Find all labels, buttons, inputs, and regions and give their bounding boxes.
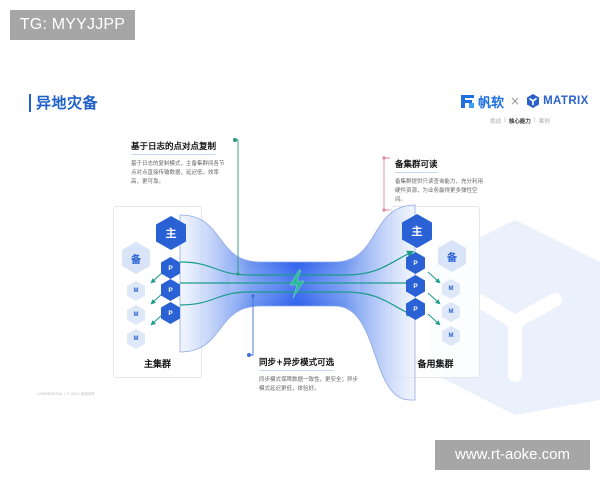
- primary-cluster-m-node: M: [127, 305, 145, 325]
- subnav-divider: |: [504, 117, 506, 123]
- primary-cluster-master-node: 主: [156, 216, 186, 250]
- footer-confidential-note: CONFIDENTIAL | © 2021 帆软软件: [37, 392, 95, 396]
- callout-log-replication: 基于日志的点对点复制 基于日志的复制模式，主备集群间各节点对点直接传输数据，延迟…: [131, 134, 227, 187]
- callout-title: 同步+异步模式可选: [259, 356, 335, 371]
- fanruan-logo-icon: [461, 94, 474, 108]
- title-accent-bar: [29, 93, 31, 112]
- brand-logos: 帆软 × MATRIX: [460, 91, 589, 111]
- callout-body: 备集群提供只读查询能力，充分利用硬件资源，为业务赢得更多弹性空间。: [395, 179, 484, 203]
- primary-cluster-m-node: M: [127, 281, 145, 301]
- connector-log-replication: [233, 138, 240, 276]
- watermark-top: TG: MYYJJPP: [10, 10, 135, 40]
- primary-cluster-p-node: P: [161, 257, 180, 279]
- primary-cluster-p-node: P: [161, 302, 180, 324]
- standby-cluster-p-node: P: [406, 252, 425, 274]
- callout-standby-readable: 备集群可读 备集群提供只读查询能力，充分利用硬件资源，为业务赢得更多弹性空间。: [395, 152, 487, 205]
- connector-standby-readable: [382, 156, 390, 212]
- primary-cluster-m-node: M: [127, 329, 145, 349]
- subnav-divider: |: [533, 117, 536, 123]
- standby-cluster-p-node: P: [406, 298, 425, 320]
- fanruan-brand-text: 帆软: [478, 95, 505, 111]
- connector-sync-async: [247, 294, 255, 357]
- section-subnav: 挑战 | 核心能力 | 案例: [490, 117, 550, 125]
- watermark-bottom: www.rt-aoke.com: [435, 440, 590, 470]
- standby-cluster-master-node: 主: [402, 214, 432, 248]
- standby-cluster-label: 备用集群: [417, 360, 454, 370]
- standby-cluster-m-node: M: [442, 279, 460, 299]
- standby-cluster-m-node: M: [442, 326, 460, 346]
- subnav-item-challenges[interactable]: 挑战: [490, 119, 502, 125]
- subnav-item-cases[interactable]: 案例: [538, 119, 550, 125]
- primary-cluster-label: 主集群: [143, 360, 171, 370]
- page-title: 异地灾备: [36, 94, 99, 112]
- callout-sync-async: 同步+异步模式可选 同步模式保障数据一致性，更安全；异步模式延迟更低，体验好。: [259, 350, 359, 394]
- callout-title: 基于日志的点对点复制: [131, 140, 217, 155]
- matrix-logo-icon: [527, 94, 540, 108]
- lightning-bolt-icon: [289, 269, 305, 299]
- page-title-group: 异地灾备: [29, 92, 98, 113]
- callout-body: 同步模式保障数据一致性，更安全；异步模式延迟更低，体验好。: [259, 377, 359, 392]
- matrix-brand-text: MATRIX: [543, 95, 589, 107]
- logo-separator: ×: [510, 94, 521, 108]
- primary-cluster-p-node: P: [161, 279, 180, 301]
- subnav-item-core-capabilities[interactable]: 核心能力: [508, 119, 531, 125]
- standby-cluster-p-node: P: [406, 275, 425, 297]
- callout-title: 备集群可读: [395, 158, 438, 173]
- callout-body: 基于日志的复制模式，主备集群间各节点对点直接传输数据，延迟低，效率高，更可靠。: [131, 161, 225, 185]
- standby-cluster-m-node: M: [442, 302, 460, 322]
